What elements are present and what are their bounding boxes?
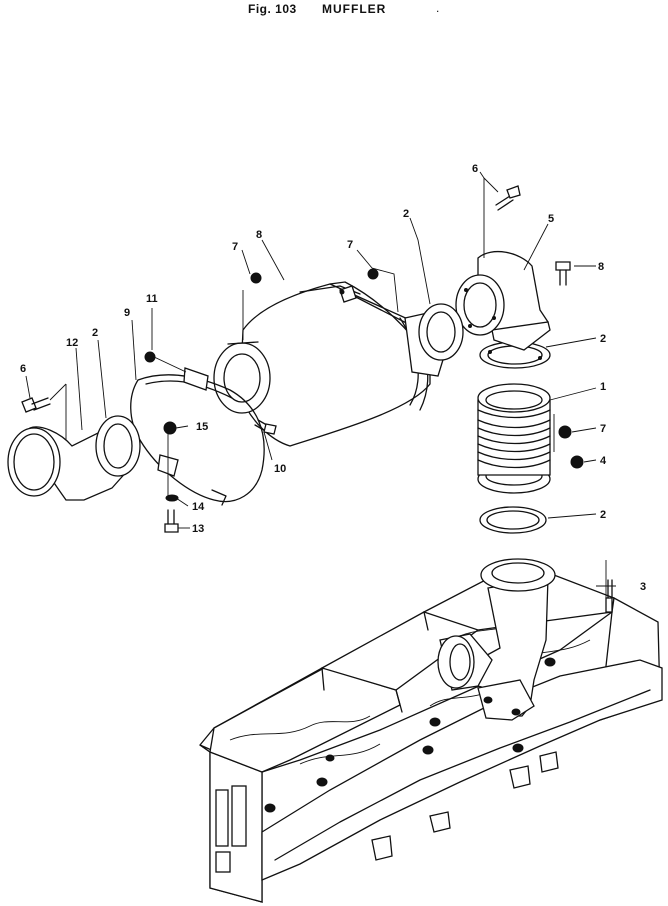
- engine-block-drawing: [199, 561, 663, 903]
- callout-2-upper: 2: [403, 208, 409, 220]
- callout-11: 11: [146, 293, 158, 305]
- title-mark: .: [436, 1, 440, 15]
- callout-15: 15: [196, 421, 208, 433]
- tail-pipe-drawing: [7, 415, 141, 501]
- page-title: Fig. 103 MUFFLER .: [0, 0, 668, 22]
- callout-1: 1: [600, 381, 606, 393]
- callout-7-right: 7: [600, 423, 606, 435]
- callout-14: 14: [192, 501, 205, 513]
- callout-12: 12: [66, 337, 78, 349]
- figure-name: MUFFLER: [322, 2, 387, 16]
- fasteners: [21, 185, 613, 613]
- callout-6-left: 6: [20, 363, 26, 375]
- muffler-body-drawing: [213, 281, 464, 447]
- callout-9: 9: [124, 307, 130, 319]
- leader-lines: [25, 171, 616, 602]
- callout-10: 10: [274, 463, 286, 475]
- exhaust-elbow-drawing: [437, 558, 556, 721]
- outlet-elbow-drawing: [455, 250, 551, 351]
- callout-6-top: 6: [472, 163, 478, 175]
- callout-8-right: 8: [598, 261, 604, 273]
- gasket-lower: [479, 506, 547, 534]
- callout-8-body: 8: [256, 229, 262, 241]
- callout-2-right1: 2: [600, 333, 606, 345]
- callout-3: 3: [640, 581, 646, 593]
- callout-13: 13: [192, 523, 204, 535]
- callout-2-left: 2: [92, 327, 98, 339]
- callout-5: 5: [548, 213, 554, 225]
- callout-4: 4: [600, 455, 607, 467]
- callout-labels: 6 5 8 2 7 8 7 2 1 7 4 2 3 11 9 12 2 6 15…: [20, 163, 646, 593]
- figure-number: Fig. 103: [248, 2, 297, 16]
- callout-7-mid: 7: [347, 239, 353, 251]
- callout-2-right2: 2: [600, 509, 606, 521]
- bellows-drawing: [477, 383, 551, 494]
- callout-7-left: 7: [232, 241, 238, 253]
